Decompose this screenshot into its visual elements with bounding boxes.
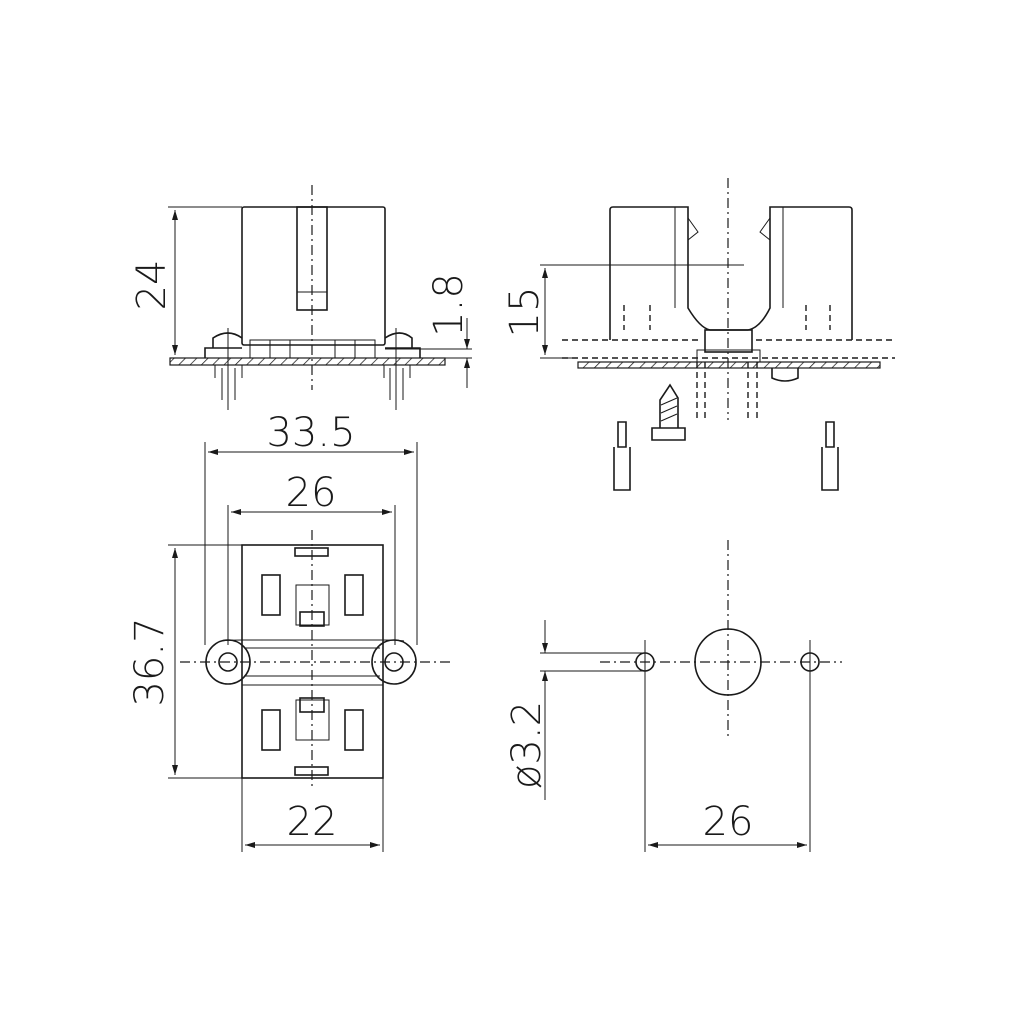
drilling-pattern: 26 ø3.2	[504, 540, 842, 852]
dim-hole-spacing-26: 26	[286, 470, 337, 516]
dim-hole-diameter-3-2: ø3.2	[504, 701, 550, 789]
top-view: 33.5 26 36.7 22	[127, 410, 452, 852]
side-view: 24 1.8	[129, 185, 472, 410]
front-view: 15	[502, 178, 895, 491]
dim-height-24: 24	[129, 260, 175, 311]
dim-width-33-5: 33.5	[266, 410, 355, 456]
dim-drill-spacing-26: 26	[703, 799, 754, 845]
dim-width-22: 22	[287, 799, 338, 845]
dim-height-15: 15	[502, 287, 548, 338]
dim-depth-36-7: 36.7	[127, 617, 173, 706]
dim-thickness-1-8: 1.8	[426, 273, 472, 337]
